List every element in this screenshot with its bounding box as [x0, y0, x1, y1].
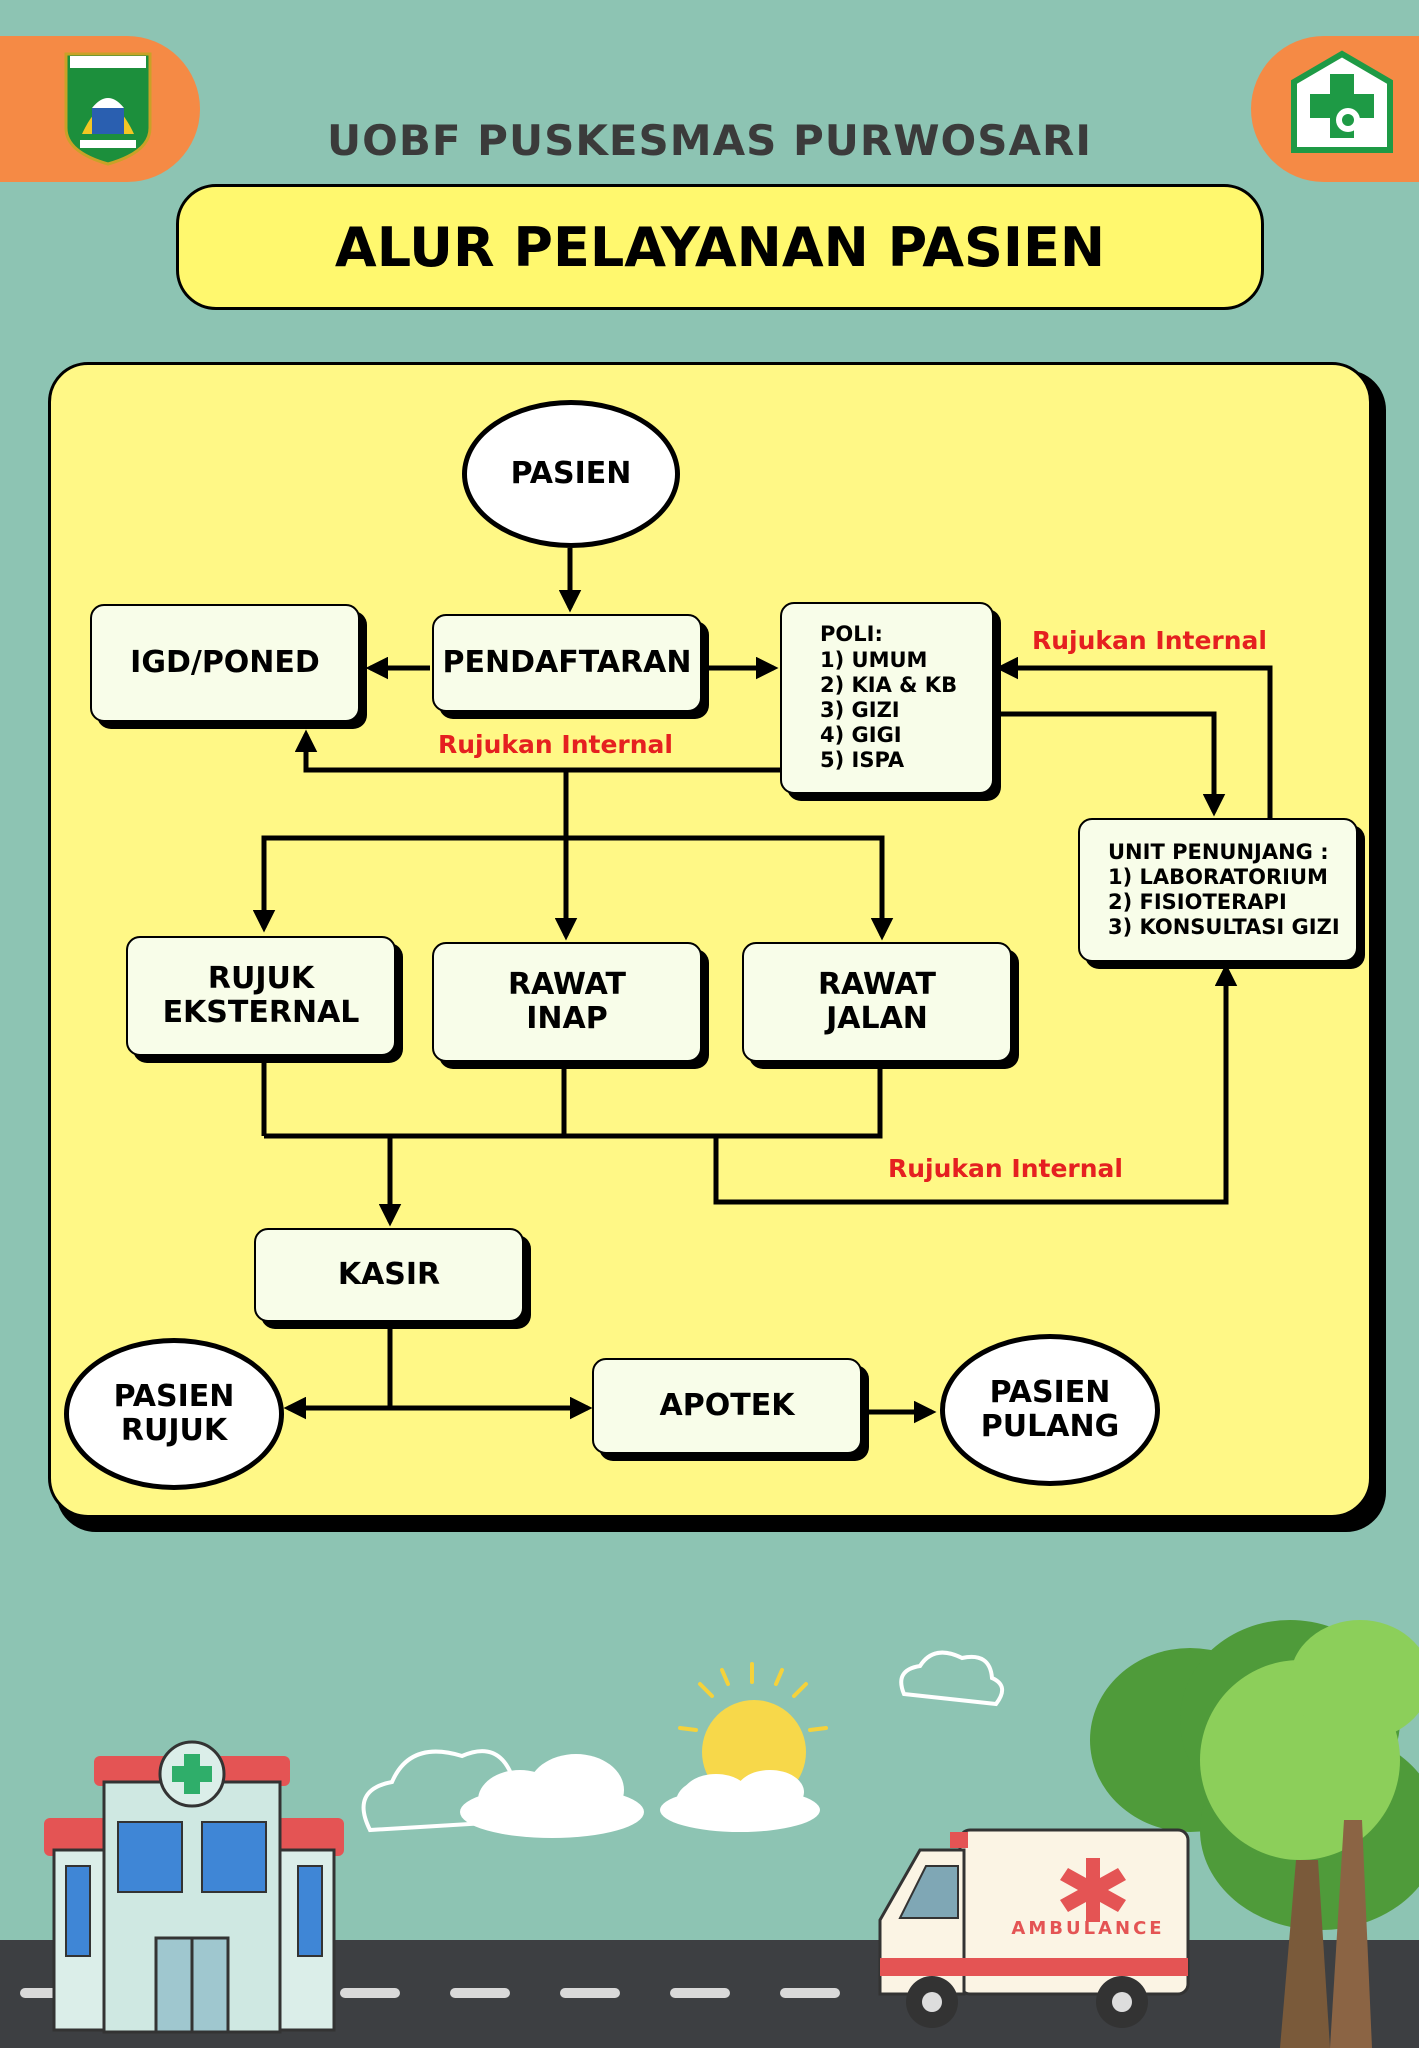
- node-pasien-rujuk: PASIEN RUJUK: [64, 1338, 284, 1490]
- node-rujuk-eksternal: RUJUK EKSTERNAL: [126, 936, 396, 1056]
- node-pendaftaran: PENDAFTARAN: [432, 614, 702, 712]
- organization-name: UOBF PUSKESMAS PURWOSARI: [327, 116, 1092, 165]
- node-apotek: APOTEK: [592, 1358, 862, 1454]
- ambulance-icon: AMBULANCE: [878, 1828, 1190, 2028]
- node-poli: POLI: 1) UMUM 2) KIA & KB 3) GIZI 4) GIG…: [780, 602, 994, 794]
- edge-poli-igd: [294, 729, 780, 773]
- edge-branch-jalan: [566, 835, 894, 941]
- node-rawat-inap: RAWAT INAP: [432, 942, 702, 1062]
- label-rujukan-internal-igd: Rujukan Internal: [438, 730, 673, 759]
- node-kasir: KASIR: [254, 1228, 524, 1322]
- edge-poli-penunjang: [996, 711, 1226, 817]
- tree-icon: [1090, 1620, 1419, 2048]
- ambulance-label: AMBULANCE: [1011, 1918, 1164, 1939]
- street-illustration: AMBULANCE: [0, 1620, 1419, 2048]
- node-unit-penunjang: UNIT PENUNJANG : 1) LABORATORIUM 2) FISI…: [1078, 818, 1358, 962]
- edge-branch-rujuk: [252, 770, 569, 933]
- puskesmas-logo: [1291, 50, 1393, 153]
- edge-join-penunjang: [713, 963, 1238, 1205]
- label-rujukan-internal-penunjang: Rujukan Internal: [888, 1154, 1123, 1183]
- hospital-building-icon: [44, 1740, 344, 2034]
- node-igd-poned: IGD/PONED: [90, 604, 360, 722]
- node-pasien: PASIEN: [462, 400, 680, 548]
- edge-penunjang-poli: [995, 656, 1273, 818]
- title-banner: ALUR PELAYANAN PASIEN: [176, 184, 1264, 310]
- edge-jalan-join: [264, 1068, 883, 1139]
- label-rujukan-internal-poli: Rujukan Internal: [1032, 626, 1267, 655]
- sun-icon: [666, 1662, 828, 1828]
- node-rawat-jalan: RAWAT JALAN: [742, 942, 1012, 1062]
- page-title: ALUR PELAYANAN PASIEN: [334, 215, 1106, 279]
- node-pasien-pulang: PASIEN PULANG: [940, 1334, 1160, 1486]
- regency-emblem-logo: [64, 52, 152, 166]
